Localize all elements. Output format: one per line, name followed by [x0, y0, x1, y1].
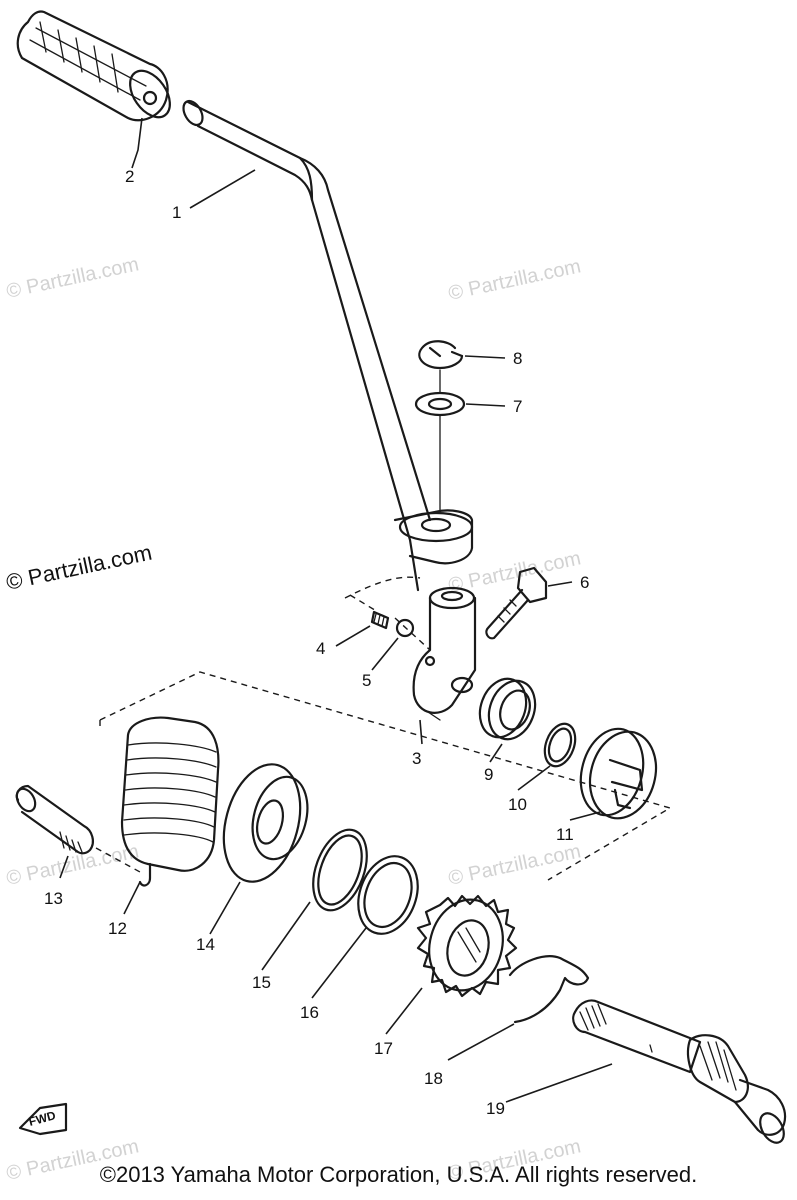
clip-spring-part: [508, 955, 590, 1024]
washer-part: [414, 391, 466, 417]
callout-8: 8: [513, 349, 522, 368]
callout-13: 13: [44, 889, 63, 908]
circlip-15-part: [312, 828, 368, 912]
callout-14: 14: [196, 935, 215, 954]
kick-gear-part: [416, 894, 518, 998]
watermark: © Partzilla.com: [446, 547, 582, 597]
watermark-layer: © Partzilla.com © Partzilla.com © Partzi…: [4, 253, 583, 1185]
callout-19: 19: [486, 1099, 505, 1118]
leader-lines: [59, 117, 613, 1103]
kick-lever-part: [182, 99, 474, 592]
snap-ring-part: [543, 722, 577, 768]
callout-labels: 2 1 8 7 6 4 5 3 9 10 11 13 12 14 15 16 1…: [44, 167, 589, 1118]
watermark: © Partzilla.com: [446, 255, 582, 305]
shaft-13-part: [15, 784, 94, 855]
forward-direction-icon: FWD: [18, 1102, 68, 1136]
callout-15: 15: [252, 973, 271, 992]
washer-16-part: [357, 855, 419, 935]
return-spring-part: [120, 716, 220, 887]
circlip-part: [418, 340, 464, 370]
spring-holder-part: [579, 727, 658, 820]
oil-seal-part: [478, 677, 537, 741]
callout-11: 11: [556, 825, 574, 844]
callout-18: 18: [424, 1069, 443, 1088]
callout-6: 6: [580, 573, 589, 592]
assembly-box: [99, 671, 672, 881]
copyright-notice: ©2013 Yamaha Motor Corporation, U.S.A. A…: [99, 1162, 698, 1187]
callout-1: 2: [125, 167, 134, 186]
watermark-dark: © Partzilla.com: [4, 540, 154, 595]
callout-12: 12: [108, 919, 127, 938]
watermark: © Partzilla.com: [446, 840, 582, 890]
alignment-line: [95, 847, 141, 873]
bolt-part: [485, 566, 548, 640]
callout-5: 5: [362, 671, 371, 690]
grip-part: [16, 10, 171, 122]
kick-boss-part: [412, 586, 477, 721]
callout-4: 4: [316, 639, 325, 658]
callout-17: 17: [374, 1039, 393, 1058]
callout-3: 3: [412, 749, 421, 768]
callout-7: 7: [513, 397, 522, 416]
callout-9: 9: [484, 765, 493, 784]
callout-16: 16: [300, 1003, 319, 1022]
kick-axle-part: [572, 999, 787, 1144]
watermark: © Partzilla.com: [4, 253, 140, 303]
spring-guide-part: [222, 763, 309, 883]
spring-and-ball-parts: [344, 576, 431, 651]
fwd-label: FWD: [27, 1108, 57, 1129]
callout-10: 10: [508, 795, 527, 814]
callout-2: 1: [172, 203, 181, 222]
